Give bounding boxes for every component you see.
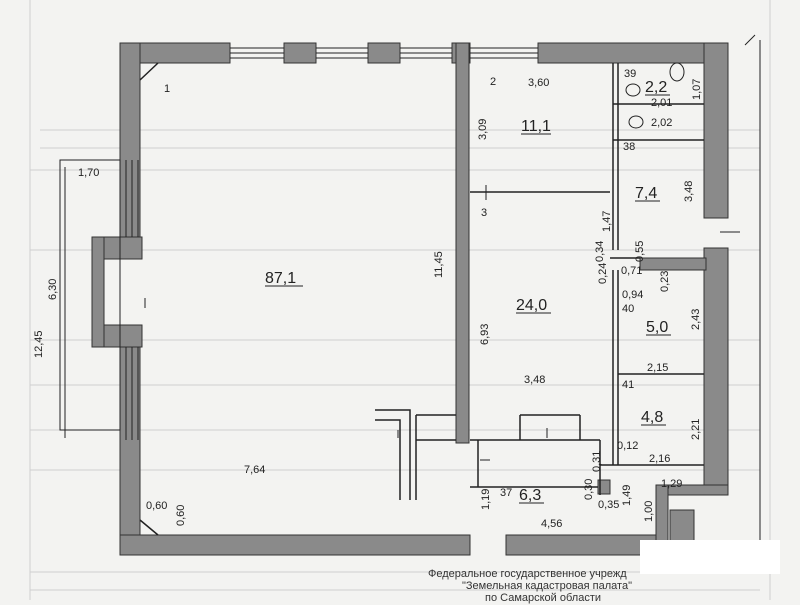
dim-3-48-center: 3,48 — [524, 374, 545, 386]
room-number-2: 2 — [490, 76, 496, 88]
dim-6-93: 6,93 — [479, 324, 491, 345]
sink-icon — [628, 115, 644, 129]
dim-3-48-right: 3,48 — [683, 181, 695, 202]
bottom-wall-right — [505, 534, 657, 556]
room-area-2: 11,1 — [521, 118, 551, 135]
dim-12-45: 12,45 — [33, 330, 45, 358]
bay-side — [91, 236, 105, 348]
dim-11-45: 11,45 — [433, 251, 445, 278]
dim-2-15: 2,15 — [647, 362, 668, 374]
dim-0-30: 0,30 — [583, 479, 595, 500]
dimension-labels: 1,70 6,30 12,45 11,45 7,64 0,60 0,60 3,6… — [33, 77, 703, 530]
dim-1-49: 1,49 — [621, 485, 633, 506]
room-area-39: 2,2 — [645, 79, 667, 96]
room-number-1: 1 — [164, 83, 170, 95]
dim-6-30: 6,30 — [47, 279, 59, 300]
room-number-41: 41 — [622, 379, 634, 391]
room-area-40: 5,0 — [646, 319, 668, 336]
dim-0-71: 0,71 — [621, 265, 642, 277]
room-number-39: 39 — [624, 68, 636, 80]
room-area-38: 7,4 — [635, 185, 657, 202]
fixture-icon — [669, 62, 685, 82]
dim-0-60-a: 0,60 — [146, 500, 167, 512]
dim-0-12: 0,12 — [617, 440, 638, 452]
room-number-3: 3 — [481, 207, 487, 219]
dim-7-64: 7,64 — [244, 464, 265, 476]
dim-2-21: 2,21 — [690, 419, 702, 440]
dim-0-35: 0,35 — [598, 499, 619, 511]
room-areas: 87,1 11,1 24,0 6,3 7,4 2,2 5,0 4,8 — [265, 79, 671, 504]
partitions — [139, 62, 704, 536]
dim-1-07: 1,07 — [691, 79, 703, 100]
dim-3-09: 3,09 — [477, 119, 489, 140]
room-area-41: 4,8 — [641, 409, 663, 426]
inner-wall-40 — [639, 257, 707, 271]
room-number-38: 38 — [623, 141, 635, 153]
room-area-3: 24,0 — [516, 297, 547, 314]
top-wall-5 — [537, 42, 729, 64]
top-windows — [59, 47, 538, 440]
dim-3-60: 3,60 — [528, 77, 549, 89]
stamp-line-2: "Земельная кадастровая палата" — [462, 580, 632, 592]
toilet-icon — [625, 83, 641, 97]
dim-1-19: 1,19 — [480, 489, 492, 510]
room-number-40: 40 — [622, 303, 634, 315]
dim-2-02: 2,02 — [651, 117, 672, 129]
room-area-1: 87,1 — [265, 270, 296, 287]
room-numbers: 1 2 3 37 38 39 40 41 — [164, 68, 636, 499]
dim-0-24: 0,24 — [597, 263, 609, 284]
background-form-lines — [29, 0, 771, 600]
dim-1-70: 1,70 — [78, 167, 99, 179]
dim-2-01: 2,01 — [651, 97, 672, 109]
dim-1-29: 1,29 — [661, 478, 682, 490]
dim-0-60-b: 0,60 — [175, 505, 187, 526]
right-wall-lower — [703, 247, 729, 489]
dim-2-16: 2,16 — [649, 453, 670, 465]
dim-0-94: 0,94 — [622, 289, 643, 301]
dim-0-23: 0,23 — [659, 271, 671, 292]
top-wall-2 — [283, 42, 317, 64]
left-wall-upper — [119, 42, 141, 244]
room-number-37: 37 — [500, 487, 512, 499]
fixtures — [397, 62, 685, 461]
stamp-line-1: Федеральное государственное учрежд — [428, 568, 627, 580]
dim-4-56: 4,56 — [541, 518, 562, 530]
right-wall-upper — [703, 42, 729, 219]
left-wall-lower — [119, 344, 141, 556]
dim-2-43: 2,43 — [690, 309, 702, 330]
stamp-line-3: по Самарской области — [485, 592, 602, 604]
redaction-box — [640, 540, 780, 574]
dim-1-47: 1,47 — [601, 211, 613, 232]
bottom-wall-left — [119, 534, 471, 556]
central-wall — [455, 42, 470, 444]
dim-0-31: 0,31 — [591, 451, 603, 472]
room-area-37: 6,3 — [519, 487, 541, 504]
dim-1-00: 1,00 — [643, 501, 655, 522]
dim-0-55: 0,55 — [634, 241, 646, 262]
dimension-lines — [64, 34, 761, 555]
top-wall-3 — [367, 42, 401, 64]
dim-0-34: 0,34 — [594, 241, 606, 262]
